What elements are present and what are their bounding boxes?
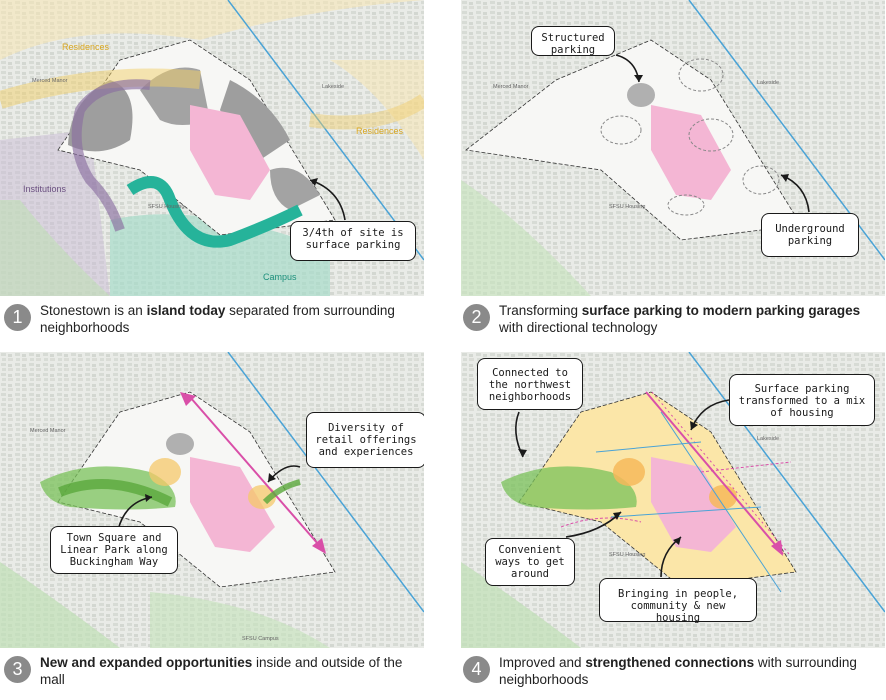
step-number-2: 2 (463, 304, 490, 331)
panel-new-opportunities: Merced Manor SFSU Campus Diversity of re… (0, 352, 424, 648)
label-merced-manor-2: Merced Manor (493, 84, 529, 90)
label-lakeside-4: Lakeside (757, 436, 780, 442)
label-lakeside-2: Lakeside (757, 80, 780, 86)
caption-1: 1 Stonestown is an island today separate… (4, 302, 424, 342)
label-lakeside: Lakeside (322, 84, 345, 90)
panel-parking-garages: Merced Manor Lakeside SFSU Housing Struc… (461, 0, 885, 296)
step-number-4: 4 (463, 656, 490, 683)
label-residences-right: Residences (356, 126, 404, 136)
panel-island-today: Residences Residences Institutions Campu… (0, 0, 424, 296)
label-sfsu-housing-2: SFSU Housing (609, 204, 646, 210)
step-number-1: 1 (4, 304, 31, 331)
panel-connections: Lakeside SFSU Housing Connected to the n… (461, 352, 885, 648)
callout-town-square: Town Square and Linear Park along Buckin… (50, 526, 178, 574)
caption-text-2: Transforming surface parking to modern p… (499, 303, 861, 335)
label-institutions: Institutions (23, 184, 67, 194)
label-residences-top: Residences (62, 42, 110, 52)
label-sfsu-housing-4: SFSU Housing (609, 552, 646, 558)
callout-underground-parking: Underground parking (761, 213, 859, 257)
caption-4: 4 Improved and strengthened connections … (463, 654, 883, 694)
label-merced-manor: Merced Manor (32, 78, 68, 84)
caption-2: 2 Transforming surface parking to modern… (463, 302, 883, 342)
step-number-3: 3 (4, 656, 31, 683)
label-campus: Campus (263, 272, 297, 282)
callout-northwest-connection: Connected to the northwest neighborhoods (477, 358, 583, 410)
callout-surface-parking: 3/4th of site is surface parking (290, 221, 416, 261)
caption-text-1: Stonestown is an island today separated … (40, 303, 395, 335)
callout-retail-diversity: Diversity of retail offerings and experi… (306, 412, 424, 468)
caption-text-3: New and expanded opportunities inside an… (40, 655, 403, 687)
callout-bringing-people: Bringing in people, community & new hous… (599, 578, 757, 624)
callout-housing-mix: Surface parking transformed to a mix of … (729, 374, 875, 426)
site-map-1 (0, 0, 424, 296)
label-merced-manor-3: Merced Manor (30, 428, 66, 434)
caption-text-4: Improved and strengthened connections wi… (499, 655, 857, 687)
label-sfsu-housing: SFSU Housing (148, 204, 185, 210)
callout-structured-parking: Structured parking (531, 26, 615, 56)
caption-3: 3 New and expanded opportunities inside … (4, 654, 424, 694)
site-map-3 (0, 352, 424, 648)
label-sfsu-campus-3: SFSU Campus (242, 636, 279, 642)
callout-convenient-ways: Convenient ways to get around (485, 538, 575, 586)
